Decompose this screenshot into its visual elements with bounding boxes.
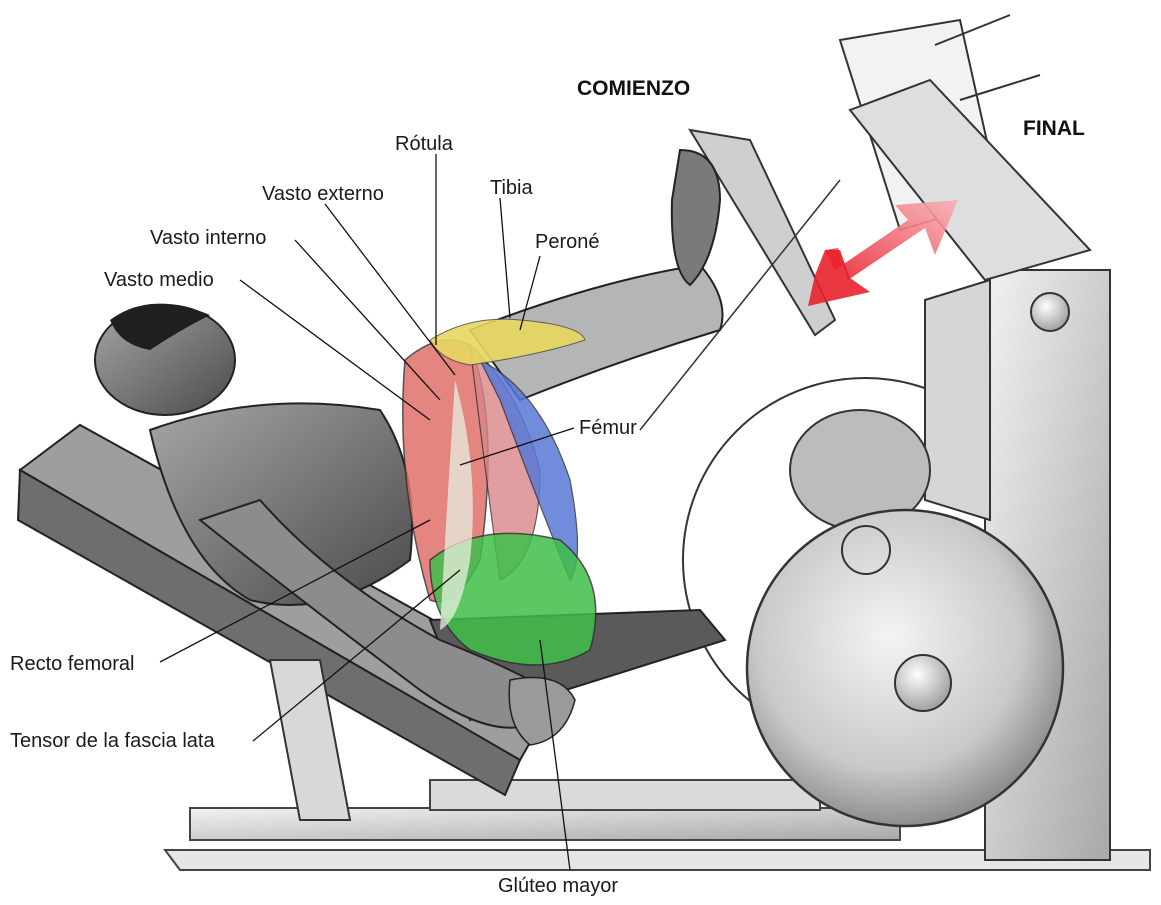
label-vasto-medio: Vasto medio	[104, 270, 214, 290]
label-vasto-interno: Vasto interno	[150, 228, 266, 248]
label-recto-femoral: Recto femoral	[10, 654, 135, 674]
label-gluteo-mayor: Glúteo mayor	[498, 876, 618, 896]
label-femur: Fémur	[579, 418, 637, 438]
movement-arrow	[808, 200, 958, 306]
label-tibia: Tibia	[490, 178, 533, 198]
phase-end-label: FINAL	[1023, 118, 1085, 139]
leader-vasto-interno	[295, 240, 440, 400]
label-tensor-fascia-lata: Tensor de la fascia lata	[10, 731, 215, 751]
label-perone: Peroné	[535, 232, 600, 252]
phase-start-label: COMIENZO	[577, 78, 690, 99]
label-rotula: Rótula	[395, 134, 453, 154]
leader-vasto-medio	[240, 280, 430, 420]
leader-tibia	[500, 198, 510, 318]
label-vasto-externo: Vasto externo	[262, 184, 384, 204]
